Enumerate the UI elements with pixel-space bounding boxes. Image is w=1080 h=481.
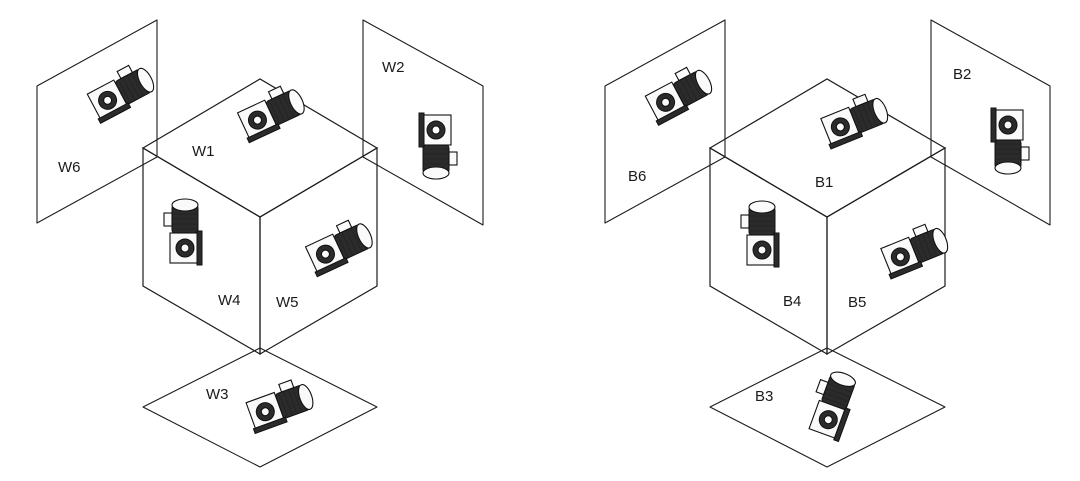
label-w6: W6: [58, 159, 81, 176]
gear-motor-icon: [640, 60, 718, 126]
label-b1: B1: [815, 174, 834, 191]
label-w1: W1: [192, 143, 215, 160]
w3-panel: [142, 347, 378, 468]
gear-motor-icon: [876, 218, 953, 280]
b2-panel: [930, 19, 1051, 226]
w6-panel: [36, 19, 158, 224]
b-cube: [708, 78, 947, 356]
label-w4: W4: [218, 292, 241, 309]
w-cube: [141, 78, 379, 356]
label-w5: W5: [276, 294, 299, 311]
b3-panel: [709, 347, 946, 468]
gear-motor-icon: [163, 198, 203, 266]
gear-motor-icon: [241, 374, 318, 435]
gear-motor-icon: [82, 58, 160, 124]
label-b3: B3: [755, 388, 774, 405]
label-b2: B2: [953, 66, 972, 83]
gear-motor-icon: [990, 107, 1030, 175]
label-b4: B4: [783, 293, 802, 310]
gear-motor-icon: [418, 112, 458, 180]
gear-motor-icon: [740, 200, 780, 268]
b-series-diagram: [604, 19, 1051, 468]
w-series-diagram: [36, 19, 484, 468]
label-w3: W3: [206, 386, 229, 403]
gear-motor-icon: [802, 365, 862, 443]
label-b6: B6: [628, 168, 647, 185]
label-b5: B5: [848, 294, 867, 311]
gear-motor-icon: [816, 88, 893, 150]
gear-motor-icon: [300, 213, 378, 278]
w2-panel: [362, 19, 484, 226]
gear-motor-icon: [232, 79, 310, 144]
label-w2: W2: [382, 59, 405, 76]
